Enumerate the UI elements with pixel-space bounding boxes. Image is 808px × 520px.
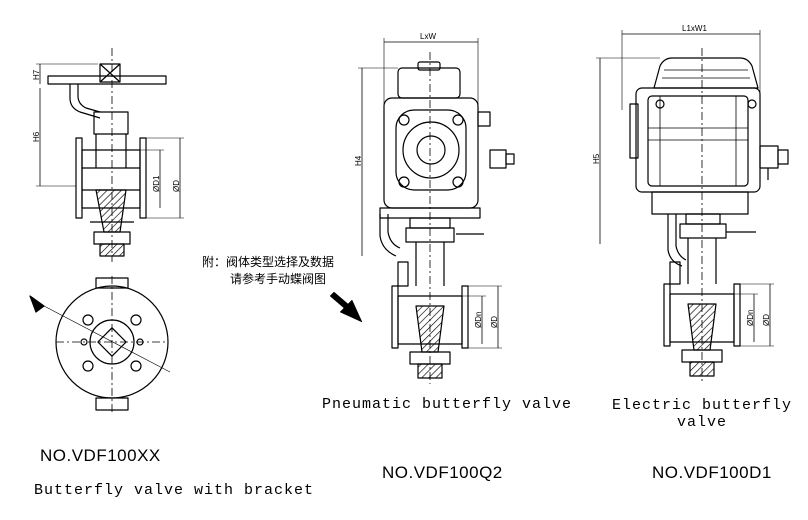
- valve-3-electric: [596, 30, 789, 384]
- valve-title-3-line-1: Electric butterfly: [612, 397, 793, 414]
- model-label-2: NO.VDF100Q2: [382, 463, 503, 482]
- valve-title-3: Electric butterfly valve: [612, 397, 792, 431]
- valve-title-1: Butterfly valve with bracket: [34, 482, 315, 499]
- model-label-3: NO.VDF100D1: [652, 463, 772, 482]
- dim-label-dn: ØDn: [474, 311, 483, 328]
- valve-title-3-line-2: valve: [676, 414, 727, 431]
- dim-label-lxw: LxW: [420, 32, 436, 41]
- dim-label-h4: H4: [354, 155, 363, 166]
- dim-label-d3: ØD: [762, 314, 771, 326]
- valve-2-pneumatic: [358, 38, 515, 384]
- dim-label-l1xw1: L1xW1: [682, 24, 707, 33]
- dim-label-h7: H7: [32, 69, 41, 80]
- dim-label-h6: H6: [32, 131, 41, 142]
- valve-1-side-view: [36, 48, 184, 262]
- valve-1-top-view: [29, 276, 171, 412]
- note-line-2: 请参考手动蝶阀图: [230, 272, 327, 286]
- dim-label-d2: ØD: [490, 316, 499, 328]
- dim-label-d1: ØD1: [152, 175, 161, 192]
- dim-label-h5: H5: [592, 153, 601, 164]
- dim-label-d: ØD: [172, 180, 181, 192]
- dim-label-dn3: ØDn: [746, 309, 755, 326]
- valve-title-2: Pneumatic butterfly valve: [322, 396, 573, 413]
- note-line-1: 附：阀体类型选择及数据: [202, 255, 335, 269]
- note-arrow: [329, 291, 363, 323]
- selection-note: 附：阀体类型选择及数据 请参考手动蝶阀图: [202, 254, 334, 288]
- model-label-1: NO.VDF100XX: [40, 446, 161, 465]
